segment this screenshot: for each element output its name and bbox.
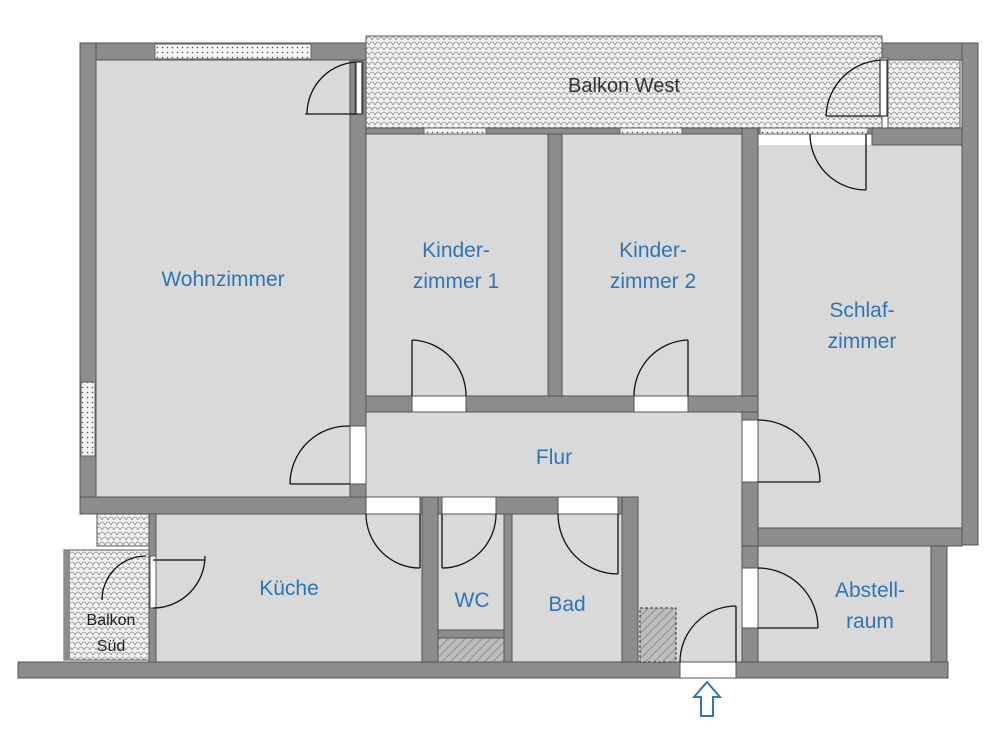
wall-right xyxy=(961,42,979,546)
balkon-west-corner xyxy=(887,59,961,129)
floor-schlafzimmer xyxy=(758,145,963,528)
balkon-sued-rail xyxy=(64,550,70,660)
wall-wc-shaft xyxy=(437,629,505,639)
label-kinderzimmer-2-line1: Kinder- xyxy=(619,239,687,262)
window-schlaf xyxy=(759,127,869,135)
door-gap-flur-schlaf xyxy=(741,419,759,483)
label-abstellraum-line2: raum xyxy=(846,610,894,633)
door-gap-balkon-sued xyxy=(149,555,157,609)
wall-bottom xyxy=(17,661,949,679)
door-gap-wohn-flur xyxy=(349,425,367,485)
label-kinderzimmer-1-line2: zimmer 1 xyxy=(413,270,499,293)
door-gap-entrance xyxy=(679,661,737,679)
label-schlafzimmer-line1: Schlaf- xyxy=(829,299,894,322)
door-gap-wc xyxy=(441,496,497,515)
windows xyxy=(80,43,869,457)
label-kueche: Küche xyxy=(259,577,319,600)
door-gap-kueche xyxy=(365,496,421,515)
entrance-shaft xyxy=(639,607,677,663)
door-arc-wohn-flur xyxy=(289,425,351,485)
label-balkon-sued-line1: Balkon xyxy=(87,612,136,629)
window-wohnzimmer-top xyxy=(154,43,312,60)
door-gap-kinder-1 xyxy=(411,395,467,413)
wall-wc-left xyxy=(421,496,439,663)
label-flur: Flur xyxy=(536,446,572,469)
door-arc-kinder-1 xyxy=(411,339,467,397)
doors xyxy=(101,57,889,679)
wall-kinder-divider xyxy=(547,133,563,397)
floor-wohnzimmer xyxy=(96,60,350,497)
floor-kueche xyxy=(156,514,422,662)
balkon-sued-area xyxy=(63,549,155,661)
door-gap-bad xyxy=(557,496,619,515)
door-arc-bad xyxy=(557,513,619,575)
door-gap-kinder-2 xyxy=(633,395,689,413)
door-arc-kueche xyxy=(365,513,421,569)
floor-kinderzimmer-2 xyxy=(562,134,742,396)
wall-right-lower xyxy=(930,527,948,663)
label-kinderzimmer-1-line1: Kinder- xyxy=(422,239,490,262)
balkon-sued-top xyxy=(96,513,150,547)
door-arc-abstell xyxy=(757,567,819,629)
wall-schlaf-top xyxy=(871,127,963,146)
door-arc-schlaf-top xyxy=(809,133,867,191)
wall-schlaf-bottom xyxy=(757,527,963,547)
door-arc-balkon-sued xyxy=(152,555,206,609)
label-bad: Bad xyxy=(548,593,585,616)
floors xyxy=(96,60,963,662)
wall-bad-right xyxy=(621,496,639,663)
label-balkon-west: Balkon West xyxy=(568,75,680,97)
door-gap-abstell xyxy=(741,567,759,629)
label-kinderzimmer-2-line2: zimmer 2 xyxy=(610,270,696,293)
door-arc-wc xyxy=(441,513,497,569)
door-arc-entrance xyxy=(679,605,737,663)
door-arc-schlaf-balkon xyxy=(825,59,885,117)
floor-kinderzimmer-1 xyxy=(366,134,548,396)
floor-flur-top xyxy=(366,412,742,498)
window-kinder-1 xyxy=(423,127,487,135)
up-arrow-icon xyxy=(691,680,723,717)
label-wohnzimmer: Wohnzimmer xyxy=(161,268,284,291)
door-arc-flur-schlaf xyxy=(757,419,821,483)
walls xyxy=(17,42,979,679)
wall-wohn-bottom xyxy=(79,496,367,515)
wall-schlaf-left xyxy=(741,127,759,547)
wall-wc-right xyxy=(503,513,513,663)
door-arc-balkon-sued-outer xyxy=(101,555,147,601)
wall-top-right xyxy=(881,42,963,61)
door-arc-kinder-2 xyxy=(633,339,689,397)
label-abstellraum-line1: Abstell- xyxy=(835,579,905,602)
label-balkon-sued-line2: Süd xyxy=(97,638,125,655)
label-schlafzimmer-line2: zimmer xyxy=(828,330,897,353)
floor-abstellraum xyxy=(758,546,931,662)
door-arc-wohn-balkon xyxy=(306,61,360,115)
window-kinder-2 xyxy=(619,127,683,135)
window-wohnzimmer-left xyxy=(80,381,96,457)
floor-bad xyxy=(512,514,622,662)
label-wc: WC xyxy=(455,589,490,612)
balkon-west-area xyxy=(365,35,883,129)
